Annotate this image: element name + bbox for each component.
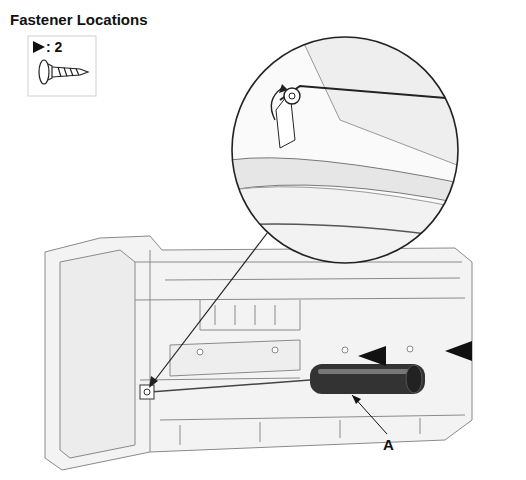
zoom-leader-line bbox=[152, 232, 268, 384]
heading: Fastener Locations bbox=[10, 12, 148, 29]
cable bbox=[150, 380, 310, 392]
leader-arrowhead bbox=[352, 395, 361, 404]
heater-unit-housing bbox=[45, 236, 472, 470]
fastener-count: : 2 bbox=[46, 40, 62, 55]
fastener-arrow-symbol bbox=[33, 41, 45, 53]
magnified-view bbox=[230, 35, 470, 265]
fastener-arrow bbox=[358, 346, 386, 366]
zoom-leader-arrowhead bbox=[149, 376, 158, 388]
leader-line bbox=[352, 395, 387, 434]
fastener-arrow bbox=[445, 341, 472, 361]
part-a-cylinder bbox=[310, 364, 425, 394]
legend-box bbox=[28, 36, 96, 96]
magnified-view-border bbox=[232, 37, 458, 263]
screw-icon bbox=[39, 60, 88, 84]
callout-letter: A bbox=[383, 437, 394, 454]
screw-location bbox=[140, 385, 154, 399]
